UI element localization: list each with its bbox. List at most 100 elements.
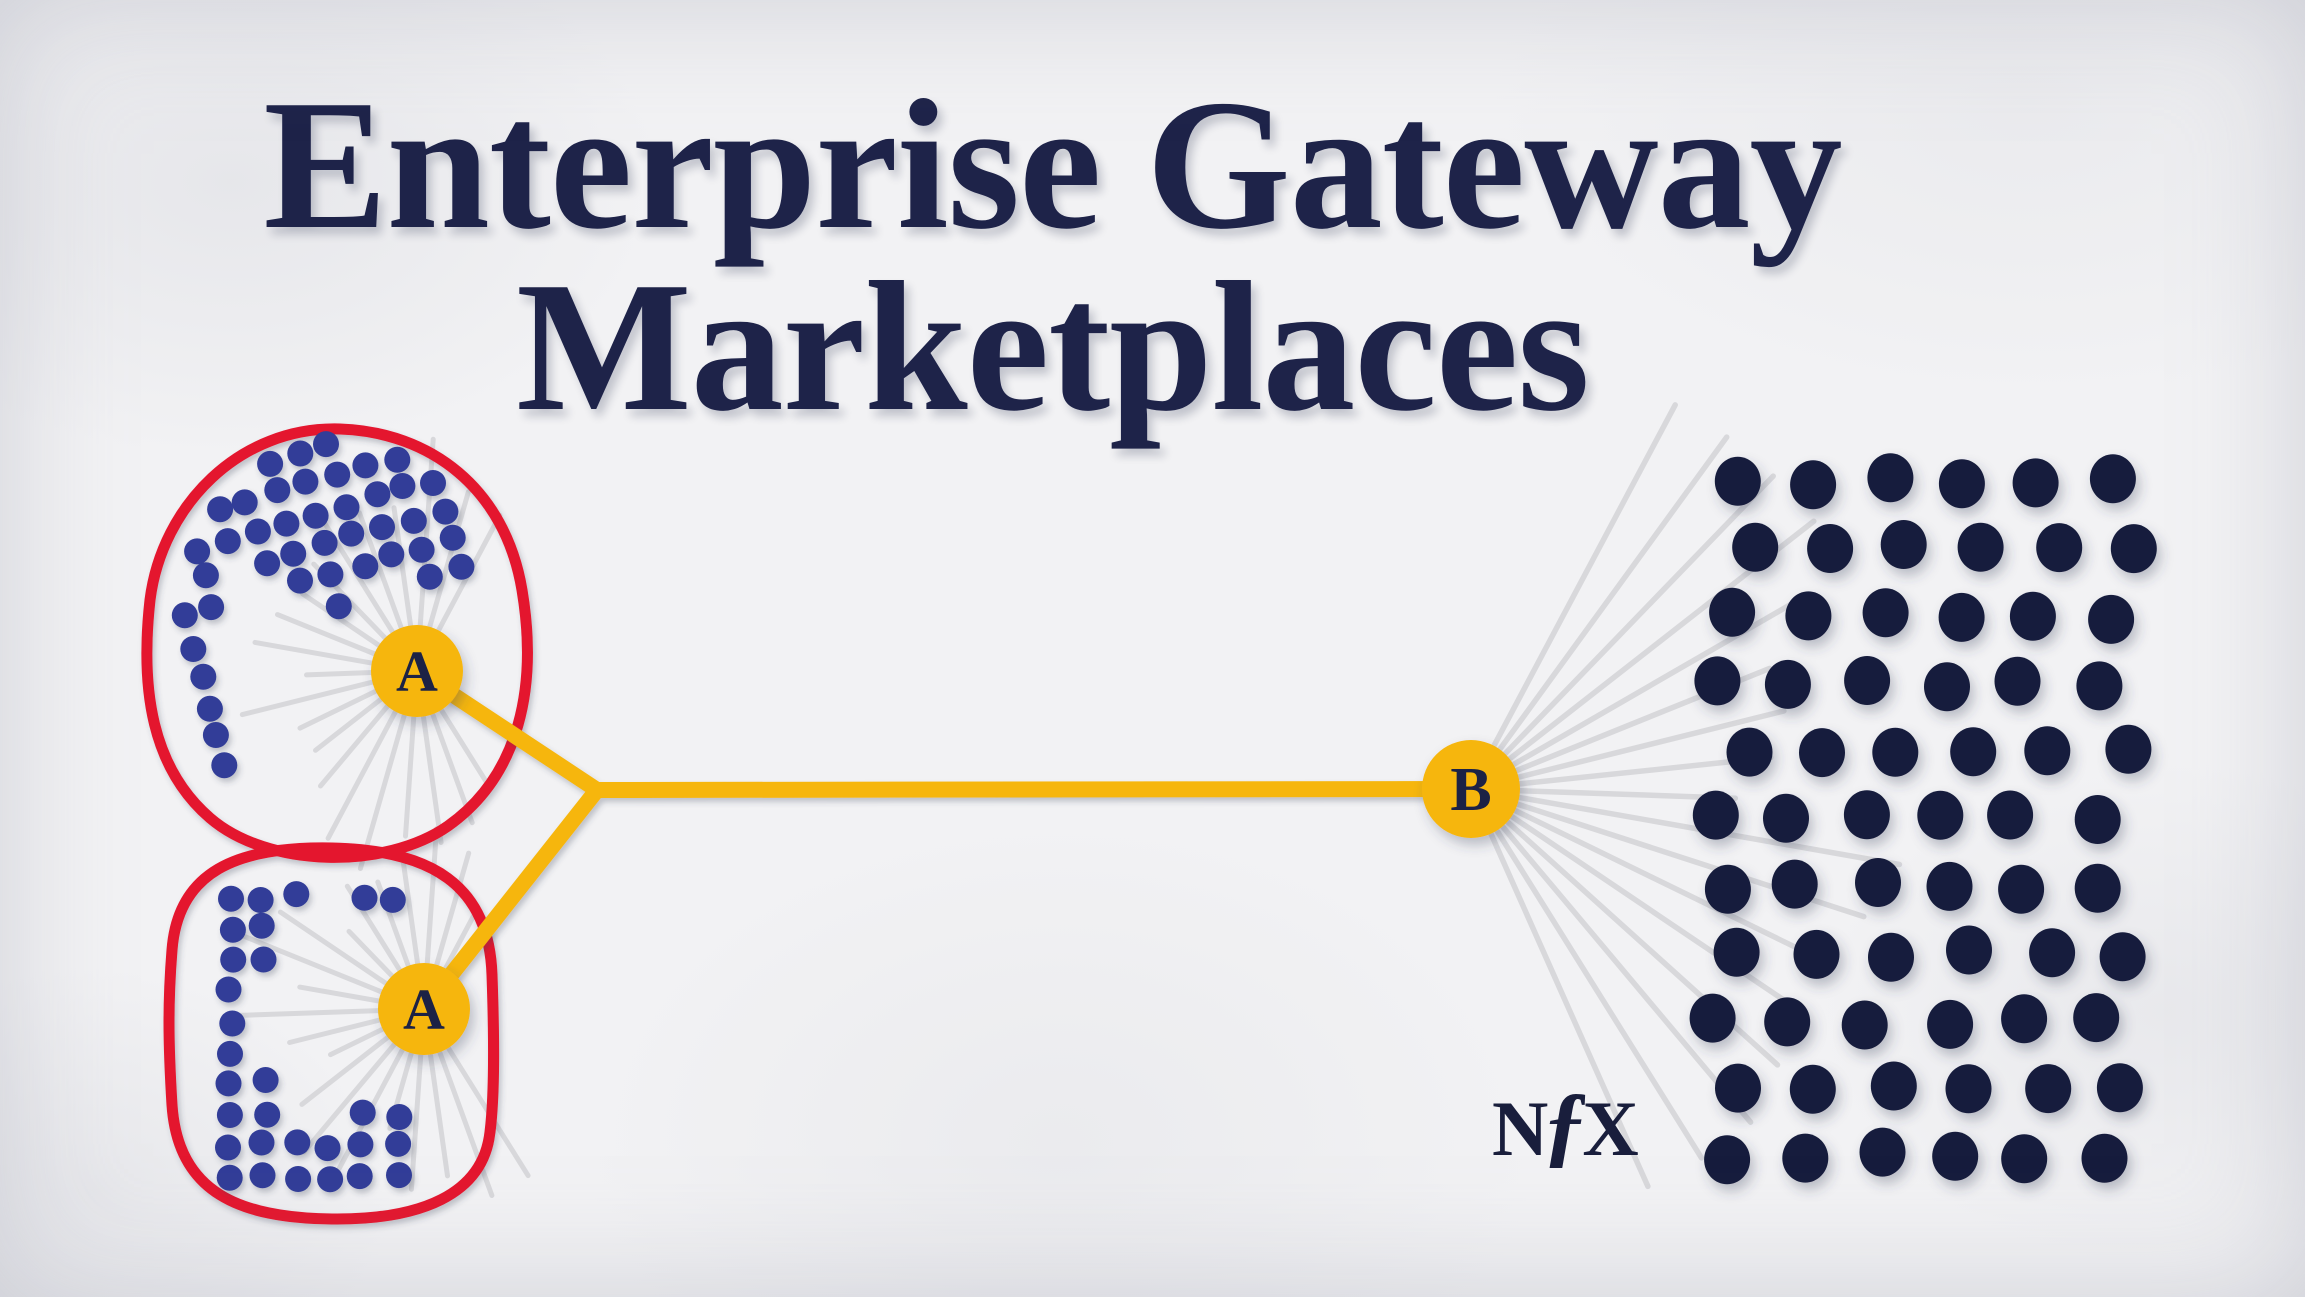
consumer-dot <box>2105 724 2152 774</box>
match-ray <box>328 1023 393 1058</box>
consumer-dot <box>1926 861 1973 911</box>
supplier-dot <box>369 514 395 541</box>
match-ray <box>300 591 388 653</box>
supplier-dot <box>352 553 379 580</box>
consumer-dot <box>2074 795 2121 844</box>
consumer-dot <box>1714 456 1761 506</box>
consumer-dot <box>2074 863 2121 913</box>
consumer-dot <box>1872 727 1919 777</box>
connector-top-a-to-b <box>409 663 1479 798</box>
supplier-dot <box>248 912 275 939</box>
consumer-dot <box>1807 524 1854 573</box>
match-ray <box>1484 823 1651 1190</box>
consumer-dot <box>1782 1133 1829 1183</box>
supplier-dot <box>190 663 217 690</box>
consumer-dot <box>1924 662 1970 712</box>
match-ray <box>1489 821 1705 1161</box>
consumer-cluster-dots <box>1689 453 2157 1185</box>
buyer-rays <box>1484 402 1903 1190</box>
consumer-dot <box>2089 454 2136 504</box>
consumer-dot <box>1692 790 1739 840</box>
consumer-dot <box>1998 864 2045 914</box>
match-ray <box>1508 708 1787 782</box>
node-label-buyer-b: B <box>1450 756 1491 824</box>
logo-letter-n: N <box>1492 1085 1550 1172</box>
match-ray <box>313 691 390 753</box>
gateway-connector-layer <box>409 663 1479 1017</box>
supplier-dot <box>325 593 352 620</box>
supplier-dot <box>333 494 360 521</box>
consumer-dot <box>1763 793 1809 843</box>
match-ray <box>432 850 472 975</box>
supplier-dot <box>338 520 365 547</box>
match-ray <box>299 1029 397 1107</box>
consumer-dot <box>2076 661 2123 711</box>
consumer-dot <box>2012 458 2059 508</box>
consumer-dot <box>1694 656 1741 706</box>
match-ray <box>237 1007 389 1018</box>
match-ray <box>1487 402 1678 756</box>
match-ray <box>297 984 390 1005</box>
consumer-dot <box>1994 656 2041 706</box>
supplier-dot <box>257 450 284 477</box>
consumer-dot <box>1945 1064 1992 1114</box>
consumer-dot <box>1764 659 1811 709</box>
supplier-dot <box>314 1135 341 1162</box>
supplier-dot <box>215 1070 242 1097</box>
connector-bottom-a-to-junction <box>416 782 605 1017</box>
supplier-dot <box>384 446 411 473</box>
consumer-dot <box>1689 993 1736 1043</box>
supplier-dot <box>378 541 405 568</box>
match-ray <box>408 1044 424 1192</box>
match-ray <box>1502 809 1804 1015</box>
supplier-dot <box>254 1101 281 1128</box>
consumer-dot <box>1932 1131 1979 1181</box>
match-ray <box>301 1035 403 1155</box>
supplier-dot <box>202 722 229 748</box>
supplier-pool-top-rays <box>239 436 503 871</box>
supplier-dot <box>214 528 241 555</box>
consumer-dot <box>1726 727 1773 777</box>
consumer-dot <box>2009 591 2056 641</box>
supplier-dot <box>207 496 234 523</box>
consumer-dot <box>1771 859 1818 909</box>
supplier-dot <box>364 481 391 508</box>
node-gateway-a-bottom <box>378 963 470 1055</box>
consumer-dot <box>1841 1000 1888 1050</box>
supplier-dot <box>192 562 219 589</box>
supplier-pool-bottom-dots <box>215 881 413 1193</box>
match-ray <box>357 705 409 871</box>
match-ray <box>356 510 407 638</box>
supplier-dot <box>284 1129 311 1156</box>
supplier-dot <box>219 1010 246 1037</box>
match-ray <box>252 639 383 667</box>
supplier-dot <box>184 538 211 565</box>
supplier-pool-bottom-outline <box>163 842 500 1225</box>
supplier-pool-top-outline <box>141 423 533 863</box>
consumer-dot <box>1843 790 1890 840</box>
supplier-dot <box>218 885 244 912</box>
consumer-dot <box>1859 1127 1906 1177</box>
supplier-dot <box>347 1131 374 1158</box>
page-title: Enterprise Gateway Marketplaces <box>0 72 2205 440</box>
supplier-dot <box>385 1130 412 1157</box>
supplier-dot <box>311 529 338 556</box>
consumer-dot <box>1987 790 2034 840</box>
match-ray <box>426 1044 450 1179</box>
supplier-dot <box>439 524 466 551</box>
supplier-dot <box>180 636 207 662</box>
dots-layer <box>171 431 2157 1193</box>
match-ray <box>417 436 436 636</box>
match-ray <box>275 612 385 660</box>
supplier-dot <box>302 502 329 529</box>
consumer-dot <box>2001 1134 2048 1184</box>
match-ray <box>419 706 444 845</box>
supplier-dot <box>219 916 246 943</box>
consumer-dot <box>1867 453 1914 503</box>
supplier-dot <box>379 886 406 913</box>
consumer-dot <box>2110 524 2157 574</box>
logo-letter-x: X <box>1582 1085 1640 1172</box>
supplier-dot <box>346 1163 373 1190</box>
supplier-dot <box>198 594 225 621</box>
